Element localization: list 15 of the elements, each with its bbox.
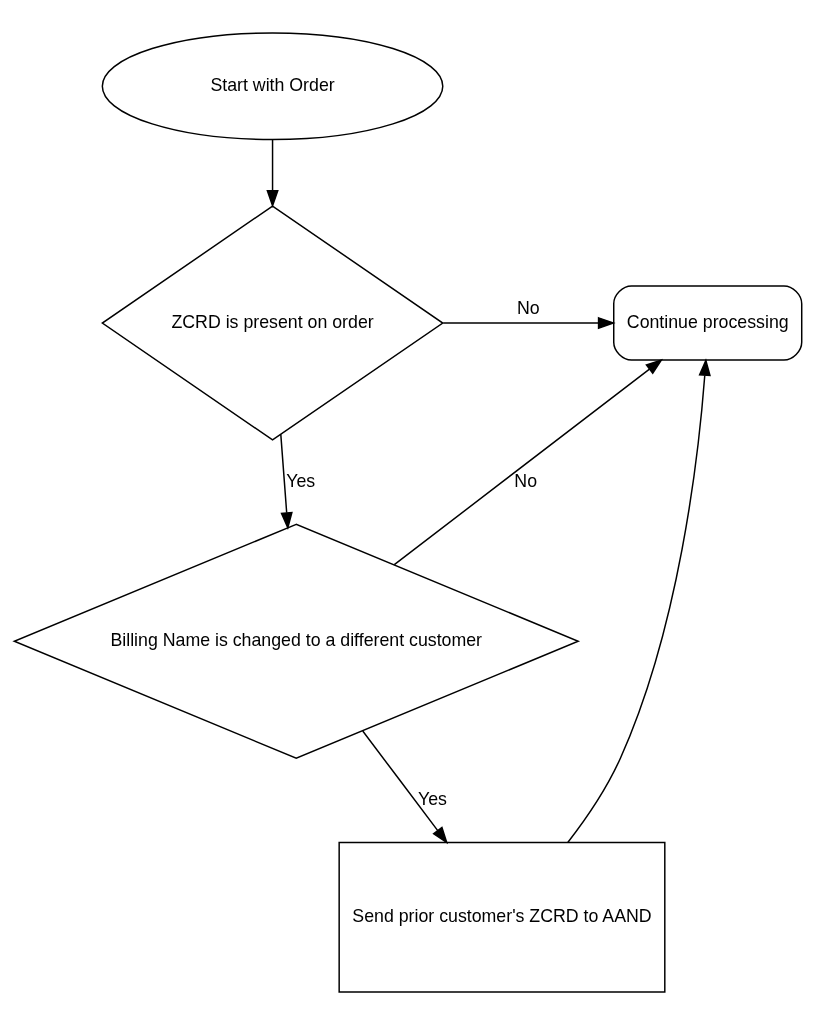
edge-label: Yes <box>286 470 316 491</box>
node-box: Continue processing <box>613 284 803 361</box>
node-diamond: Billing Name is changed to a different customer <box>12 523 581 759</box>
arrow <box>442 316 616 329</box>
arrow <box>393 358 664 565</box>
node-ellipse: Start with Order <box>101 31 444 140</box>
edge-label: No <box>514 470 538 491</box>
node-diamond: ZCRD is present on order <box>101 204 445 441</box>
arrow <box>567 357 711 843</box>
arrow <box>362 729 449 844</box>
edge-label: No <box>516 297 540 318</box>
arrow <box>280 433 293 530</box>
arrow <box>266 138 279 208</box>
edge-label: Yes <box>417 788 447 809</box>
node-box: Send prior customer's ZCRD to AAND <box>338 841 666 993</box>
